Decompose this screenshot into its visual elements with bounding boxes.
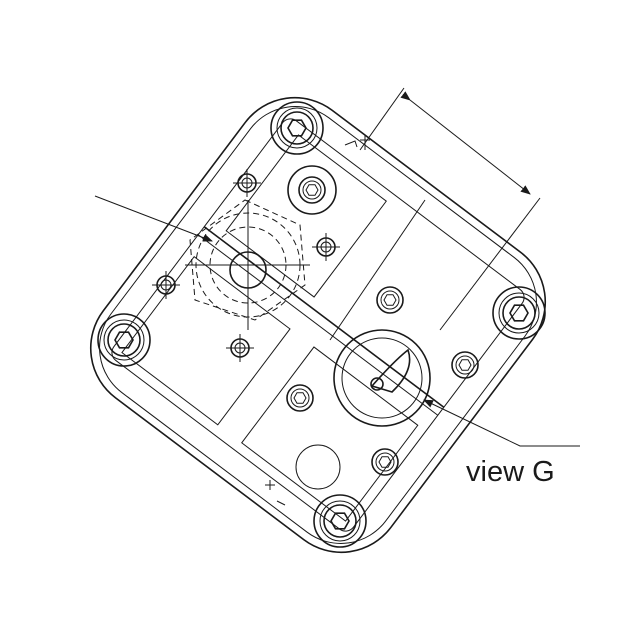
view-g-port bbox=[333, 329, 431, 427]
dimension-line bbox=[329, 87, 541, 341]
housing-outline bbox=[89, 96, 547, 554]
corner-bolt bbox=[492, 286, 546, 340]
view-g-leader bbox=[423, 399, 580, 447]
leader-line bbox=[94, 195, 213, 242]
corner-bolt bbox=[97, 313, 151, 367]
view-g-label: view G bbox=[466, 456, 555, 488]
hidden-gear bbox=[185, 199, 310, 330]
